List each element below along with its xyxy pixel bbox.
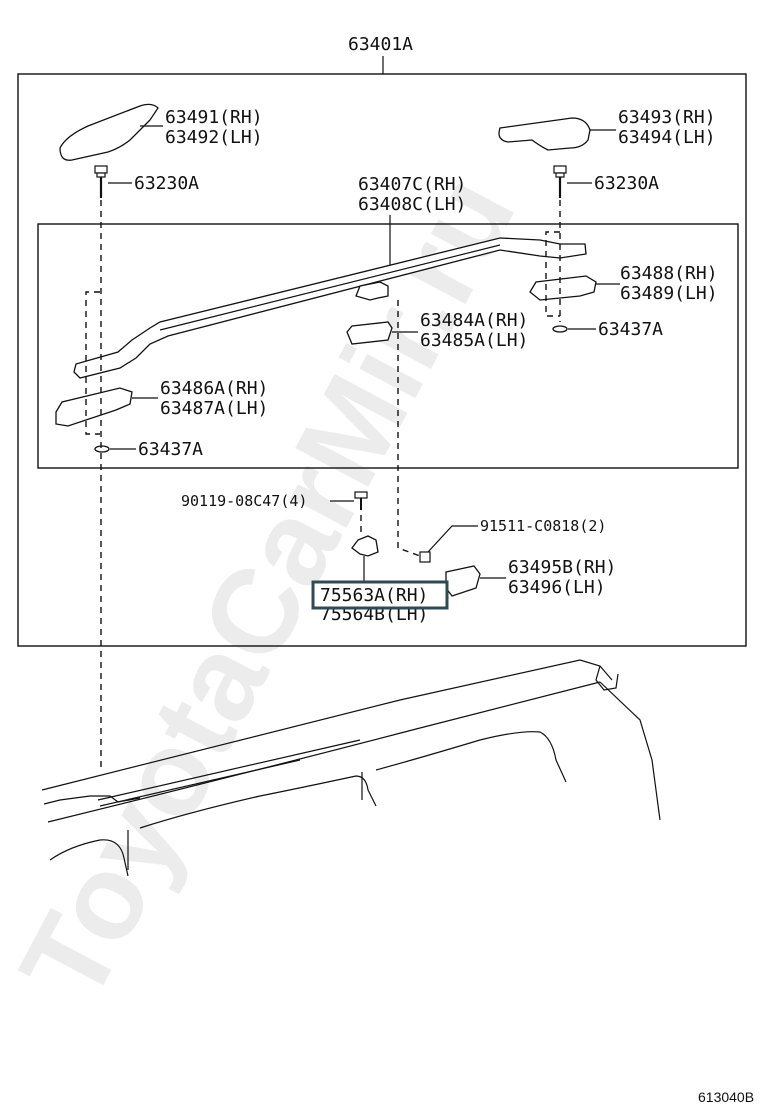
- rail-center-clip[interactable]: [355, 281, 389, 301]
- bolt-left-label[interactable]: 63230A: [134, 173, 199, 194]
- screw-part[interactable]: [354, 491, 368, 510]
- end-cover-rh-label[interactable]: 63495B(RH): [508, 557, 616, 578]
- washer-right-part[interactable]: [552, 325, 568, 333]
- front-support-part[interactable]: [55, 387, 133, 427]
- front-support-lh-label[interactable]: 63487A(LH): [160, 398, 268, 419]
- end-cover-part[interactable]: [445, 565, 481, 597]
- diagram-code: 613040B: [698, 1089, 754, 1105]
- front-cover-lh-label[interactable]: 63492(LH): [165, 127, 263, 148]
- highlight-box: [311, 580, 449, 610]
- rail-frame: [37, 223, 739, 469]
- center-support-rh-label[interactable]: 63484A(RH): [420, 310, 528, 331]
- rail-rh-label[interactable]: 63407C(RH): [358, 174, 466, 195]
- bolt-right-part[interactable]: [553, 165, 567, 198]
- rail-lh-label[interactable]: 63408C(LH): [358, 194, 466, 215]
- bolt-left-part[interactable]: [94, 165, 108, 198]
- assembly-bracket-right: [545, 231, 560, 317]
- roof-rail-part[interactable]: [73, 237, 587, 379]
- front-support-rh-label[interactable]: 63486A(RH): [160, 378, 268, 399]
- bolt-small-label[interactable]: 91511-C0818(2): [480, 517, 606, 535]
- bracket-part[interactable]: [351, 535, 379, 557]
- assembly-path-center: [397, 300, 421, 557]
- end-cover-lh-label[interactable]: 63496(LH): [508, 577, 606, 598]
- washer-right-label[interactable]: 63437A: [598, 319, 663, 340]
- assembly-label[interactable]: 63401A: [348, 34, 413, 55]
- bolt-right-label[interactable]: 63230A: [594, 173, 659, 194]
- rear-cover-part[interactable]: [498, 117, 591, 151]
- washer-left-part[interactable]: [94, 445, 110, 453]
- center-support-lh-label[interactable]: 63485A(LH): [420, 330, 528, 351]
- assembly-frame: [17, 73, 747, 647]
- vehicle-roof-outline: [41, 659, 661, 877]
- center-support-part[interactable]: [346, 321, 393, 345]
- front-cover-part[interactable]: [59, 103, 159, 161]
- bolt-small-leader: [427, 525, 478, 553]
- bracket-rh-label[interactable]: 75563A(RH): [320, 585, 428, 606]
- rear-cover-lh-label[interactable]: 63494(LH): [618, 127, 716, 148]
- front-cover-rh-label[interactable]: 63491(RH): [165, 107, 263, 128]
- rear-support-part[interactable]: [529, 275, 597, 301]
- rear-cover-rh-label[interactable]: 63493(RH): [618, 107, 716, 128]
- rear-support-lh-label[interactable]: 63489(LH): [620, 283, 718, 304]
- rail-detail-line: [159, 244, 501, 331]
- screw-label[interactable]: 90119-08C47(4): [181, 492, 307, 510]
- rear-support-rh-label[interactable]: 63488(RH): [620, 263, 718, 284]
- bolt-small-part[interactable]: [419, 551, 431, 563]
- washer-left-label[interactable]: 63437A: [138, 439, 203, 460]
